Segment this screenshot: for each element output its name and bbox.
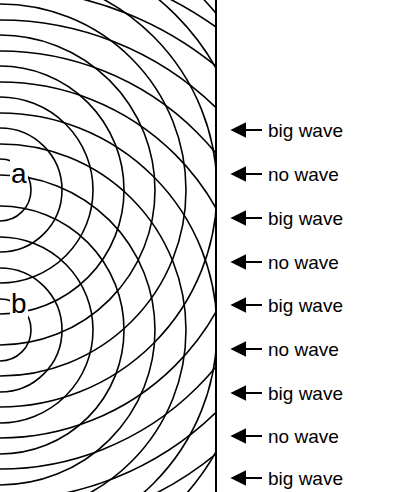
pointer-arrow: [232, 129, 262, 131]
wavefront-arc: [0, 0, 216, 492]
source-label: a: [10, 160, 28, 188]
wavefront-arc: [0, 159, 31, 221]
wavefront-arc: [0, 0, 216, 492]
wave-label: no wave: [268, 427, 339, 446]
pointer-arrow: [232, 217, 262, 219]
wave-label: big wave: [268, 384, 343, 403]
wavefront-arc: [0, 0, 216, 407]
wavefront-arc: [0, 97, 93, 283]
wavefront-arc: [0, 268, 62, 392]
wavefront-arc: [0, 0, 216, 492]
wave-label: no wave: [268, 340, 339, 359]
pointer-arrow: [232, 392, 262, 394]
wavefront-arc: [0, 113, 216, 492]
wavefront-arc: [0, 66, 124, 314]
wall-line: [215, 0, 217, 492]
pointer-arrow: [232, 348, 262, 350]
wavefront-arc: [0, 51, 216, 492]
wave-label: no wave: [268, 165, 339, 184]
pointer-arrow: [232, 173, 262, 175]
wavefront-arc: [0, 175, 155, 485]
pointer-arrow: [232, 477, 262, 479]
wave-label: big wave: [268, 209, 343, 228]
wave-label: big wave: [268, 469, 343, 488]
pointer-arrow: [232, 304, 262, 306]
pointer-arrow: [232, 435, 262, 437]
wavefront-arc: [0, 237, 93, 423]
wave-label: big wave: [268, 121, 343, 140]
wavefront-arc: [0, 35, 155, 345]
wavefront-arc: [0, 144, 186, 492]
wavefront-arc: [0, 206, 124, 454]
wave-label: no wave: [268, 253, 339, 272]
wavefront-arc: [0, 20, 216, 492]
arrows: [232, 130, 262, 478]
wavefront-arc: [0, 0, 216, 492]
source-label: b: [10, 290, 28, 318]
pointer-arrow: [232, 261, 262, 263]
wavefronts: [0, 0, 216, 492]
wavefront-arc: [0, 82, 216, 492]
wavefront-arc: [0, 0, 216, 492]
wave-label: big wave: [268, 296, 343, 315]
wavefront-arc: [0, 0, 216, 469]
